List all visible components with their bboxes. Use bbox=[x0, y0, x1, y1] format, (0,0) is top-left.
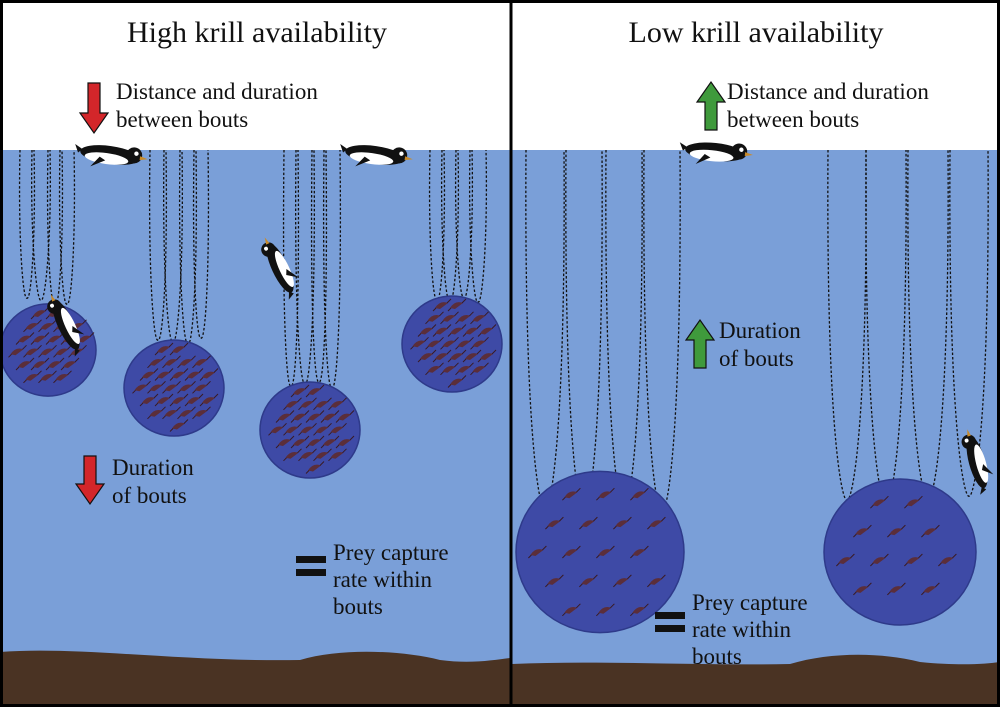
dive-trace bbox=[192, 149, 210, 339]
prey-label-low-line1: Prey capture bbox=[692, 590, 808, 615]
bout-label-high-line2: of bouts bbox=[112, 483, 187, 508]
dive-trace bbox=[46, 149, 64, 307]
krill-patch bbox=[123, 339, 225, 437]
krill-patch-body bbox=[823, 478, 977, 626]
dive-trace bbox=[949, 149, 989, 497]
surface-label-low-line1: Distance and duration bbox=[727, 79, 929, 104]
surface-label-high-line2: between bouts bbox=[116, 107, 248, 132]
panel-title-low: Low krill availability bbox=[629, 16, 884, 49]
seabed-left bbox=[0, 650, 510, 707]
surface-label-low-line2: between bouts bbox=[727, 107, 859, 132]
krill-patch bbox=[259, 381, 361, 479]
dive-trace bbox=[31, 149, 51, 301]
dive-trace bbox=[18, 149, 36, 299]
prey-label-low-line2: rate within bbox=[692, 617, 791, 642]
green-up-arrow-icon bbox=[695, 80, 727, 131]
krill-patch bbox=[0, 303, 97, 397]
bout-label-high-line1: Duration bbox=[112, 455, 194, 480]
water-left bbox=[0, 150, 510, 707]
prey-label-high-line2: rate within bbox=[333, 567, 432, 592]
prey-label-high-line1: Prey capture bbox=[333, 540, 449, 565]
red-down-arrow-icon bbox=[78, 82, 110, 135]
seabed-right bbox=[512, 654, 1000, 707]
krill-patch bbox=[401, 295, 503, 393]
krill-patches bbox=[0, 295, 977, 634]
dive-trace bbox=[148, 149, 168, 341]
bout-label-low-line2: of bouts bbox=[719, 346, 794, 371]
prey-label-high-line3: bouts bbox=[333, 594, 383, 619]
krill-patch-body bbox=[515, 470, 685, 634]
dive-trace bbox=[468, 149, 488, 303]
dive-trace bbox=[310, 149, 328, 383]
green-up-arrow-icon bbox=[684, 318, 716, 369]
red-down-arrow-icon bbox=[74, 455, 106, 506]
panel-title-high: High krill availability bbox=[127, 16, 387, 49]
krill-patch bbox=[823, 478, 977, 626]
equals-sign-icon bbox=[655, 612, 685, 632]
dive-trace bbox=[58, 149, 76, 305]
krill-patch bbox=[515, 470, 685, 634]
bout-label-low-line1: Duration bbox=[719, 318, 801, 343]
equals-sign-icon bbox=[296, 556, 326, 576]
prey-label-low-line3: bouts bbox=[692, 644, 742, 669]
dive-trace bbox=[428, 149, 446, 301]
surface-label-high-line1: Distance and duration bbox=[116, 79, 318, 104]
